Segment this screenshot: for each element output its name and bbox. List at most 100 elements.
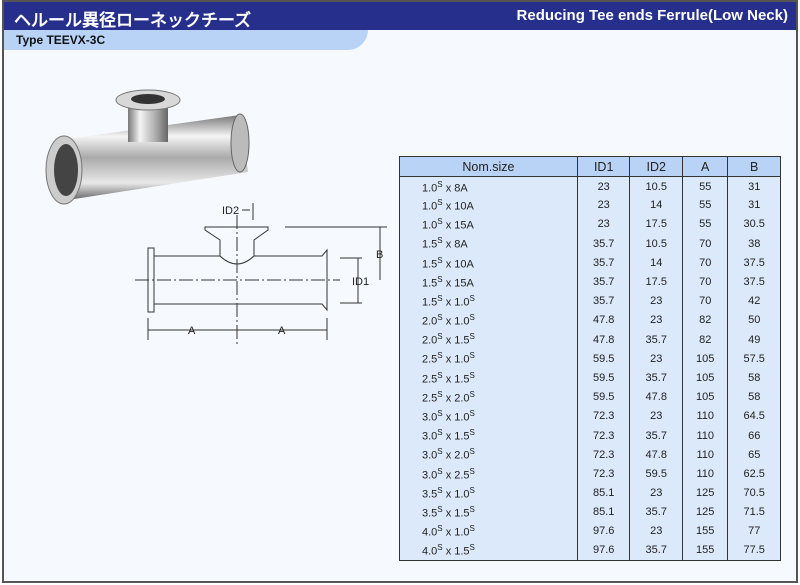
b-cell: 58	[727, 387, 781, 407]
b-cell: 62.5	[727, 464, 781, 484]
nom-size-cell: 3.5S x 1.0S	[399, 483, 578, 503]
id1-cell: 23	[576, 214, 631, 235]
nom-size-cell: 4.0S x 1.5S	[399, 541, 578, 561]
a-cell: 70	[682, 234, 729, 254]
id1-cell: 35.7	[576, 253, 631, 273]
a-cell: 55	[682, 195, 729, 215]
nom-size-cell: 1.5S x 10A	[399, 253, 578, 273]
a-cell: 110	[682, 445, 729, 465]
id2-cell: 35.7	[629, 541, 684, 561]
id1-cell: 23	[576, 176, 631, 196]
b-cell: 66	[727, 425, 781, 446]
a-cell: 125	[682, 483, 729, 503]
dimension-drawing	[135, 203, 387, 345]
nom-size-cell: 1.0S x 15A	[399, 214, 578, 235]
b-cell: 42	[727, 291, 781, 311]
nom-size-cell: 3.5S x 1.5S	[399, 502, 578, 522]
id2-cell: 23	[629, 291, 684, 311]
a-cell: 55	[682, 214, 729, 235]
b-cell: 77	[727, 521, 781, 542]
title-english: Reducing Tee ends Ferrule(Low Neck)	[516, 7, 788, 24]
tee-photo	[45, 89, 250, 205]
id2-cell: 59.5	[629, 464, 684, 484]
column-header: ID2	[629, 156, 684, 177]
id2-cell: 35.7	[629, 425, 684, 446]
a-cell: 105	[682, 387, 729, 407]
id1-cell: 72.3	[576, 445, 631, 465]
title-japanese: ヘルール異径ローネックチーズ	[14, 11, 252, 30]
b-cell: 38	[727, 234, 781, 254]
id1-cell: 72.3	[576, 425, 631, 446]
column-header: A	[682, 156, 729, 177]
a-cell: 55	[682, 176, 729, 196]
nom-size-cell: 2.0S x 1.5S	[399, 330, 578, 350]
id1-cell: 47.8	[576, 330, 631, 350]
b-cell: 49	[727, 330, 781, 350]
id1-cell: 72.3	[576, 464, 631, 484]
a-cell: 155	[682, 541, 729, 561]
id1-cell: 47.8	[576, 310, 631, 330]
a-cell: 125	[682, 502, 729, 522]
nom-size-cell: 1.0S x 10A	[399, 195, 578, 215]
type-label: Type TEEVX-3C	[16, 33, 106, 47]
id1-cell: 72.3	[576, 406, 631, 426]
a-cell: 70	[682, 253, 729, 273]
id1-cell: 85.1	[576, 483, 631, 503]
nom-size-cell: 3.0S x 1.5S	[399, 425, 578, 446]
b-cell: 58	[727, 368, 781, 388]
b-cell: 30.5	[727, 214, 781, 235]
a-cell: 105	[682, 349, 729, 369]
column-header: ID1	[576, 156, 631, 177]
id1-cell: 59.5	[576, 387, 631, 407]
nom-size-cell: 3.0S x 1.0S	[399, 406, 578, 426]
id2-cell: 23	[629, 349, 684, 369]
id1-cell: 59.5	[576, 368, 631, 388]
a-label-left: A	[188, 325, 196, 337]
b-cell: 71.5	[727, 502, 781, 522]
column-header: Nom.size	[399, 156, 578, 177]
a-cell: 105	[682, 368, 729, 388]
b-cell: 37.5	[727, 272, 781, 292]
id2-cell: 10.5	[629, 234, 684, 254]
id2-cell: 14	[629, 195, 684, 215]
id2-cell: 35.7	[629, 330, 684, 350]
id1-cell: 97.6	[576, 541, 631, 561]
id2-cell: 23	[629, 406, 684, 426]
id1-cell: 85.1	[576, 502, 631, 522]
nom-size-cell: 1.5S x 8A	[399, 234, 578, 254]
id1-cell: 35.7	[576, 272, 631, 292]
b-label: B	[376, 249, 383, 261]
b-cell: 37.5	[727, 253, 781, 273]
id2-cell: 23	[629, 310, 684, 330]
b-cell: 50	[727, 310, 781, 330]
nom-size-cell: 2.5S x 2.0S	[399, 387, 578, 407]
a-cell: 70	[682, 272, 729, 292]
b-cell: 64.5	[727, 406, 781, 426]
b-cell: 57.5	[727, 349, 781, 369]
a-cell: 110	[682, 464, 729, 484]
a-label-right: A	[278, 325, 286, 337]
id2-cell: 47.8	[629, 387, 684, 407]
b-cell: 77.5	[727, 541, 781, 561]
id2-cell: 35.7	[629, 502, 684, 522]
id1-cell: 59.5	[576, 349, 631, 369]
nom-size-cell: 2.5S x 1.0S	[399, 349, 578, 369]
type-band: Type TEEVX-3C	[4, 30, 368, 50]
a-cell: 110	[682, 406, 729, 426]
id1-cell: 23	[576, 195, 631, 215]
id1-cell: 35.7	[576, 234, 631, 254]
a-cell: 82	[682, 310, 729, 330]
